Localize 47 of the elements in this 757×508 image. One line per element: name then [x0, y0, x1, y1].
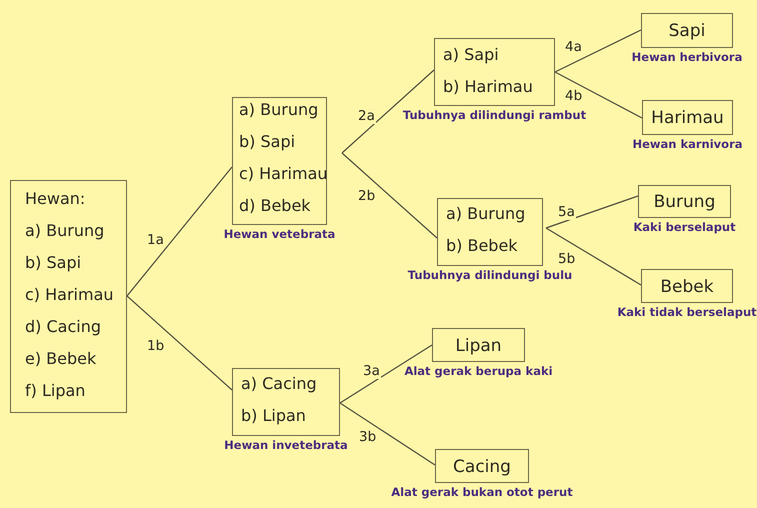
key-box [10, 180, 127, 413]
box-text: b) Bebek [445, 236, 519, 256]
edge-label: 5a [557, 205, 576, 220]
box-text: Cacing [452, 457, 512, 477]
connector-line [554, 71, 642, 119]
connector-line [342, 70, 434, 154]
caption-text: Hewan herbivora [632, 50, 742, 64]
connector-line [546, 227, 642, 286]
box-text: b) Harimau [442, 77, 534, 97]
caption-text: Hewan invetebrata [224, 438, 348, 452]
box-text: d) Bebek [238, 196, 312, 216]
box-text: a) Burung [24, 221, 106, 241]
box-text: Harimau [650, 108, 725, 128]
box-text: b) Lipan [240, 406, 307, 426]
box-text: b) Sapi [238, 132, 296, 152]
box-text: Sapi [668, 21, 706, 41]
edge-label: 2a [357, 109, 376, 124]
box-text: f) Lipan [24, 381, 86, 401]
edge-label: 3a [362, 364, 381, 379]
caption-text: Hewan vetebrata [224, 227, 336, 241]
box-text: c) Harimau [238, 164, 326, 184]
caption-text: Alat gerak berupa kaki [404, 364, 553, 378]
box-text: c) Harimau [24, 285, 115, 305]
box-text: a) Burung [238, 100, 320, 120]
caption-text: Tubuhnya dilindungi bulu [408, 268, 572, 282]
box-text: a) Sapi [442, 45, 500, 65]
box-text: a) Burung [445, 204, 526, 224]
connector-line [340, 402, 436, 466]
caption-text: Hewan karnivora [632, 137, 743, 151]
box-text: b) Sapi [24, 253, 82, 273]
caption-text: Kaki tidak berselaput [617, 305, 757, 319]
box-text: Hewan: [24, 189, 86, 209]
connector-line [554, 29, 642, 73]
box-text: Lipan [454, 336, 503, 356]
box-text: Burung [652, 192, 716, 212]
connector-line [546, 195, 638, 229]
caption-text: Alat gerak bukan otot perut [391, 485, 573, 499]
box-text: d) Cacing [24, 317, 102, 337]
connector-line [126, 296, 232, 390]
connector-line [126, 166, 232, 296]
box-text: Bebek [659, 277, 715, 297]
box-text: e) Bebek [24, 349, 98, 369]
connector-line [342, 152, 438, 238]
caption-text: Tubuhnya dilindungi rambut [402, 108, 586, 122]
caption-text: Kaki berselaput [633, 220, 736, 234]
connector-line [340, 344, 432, 404]
box-text: a) Cacing [240, 374, 318, 394]
